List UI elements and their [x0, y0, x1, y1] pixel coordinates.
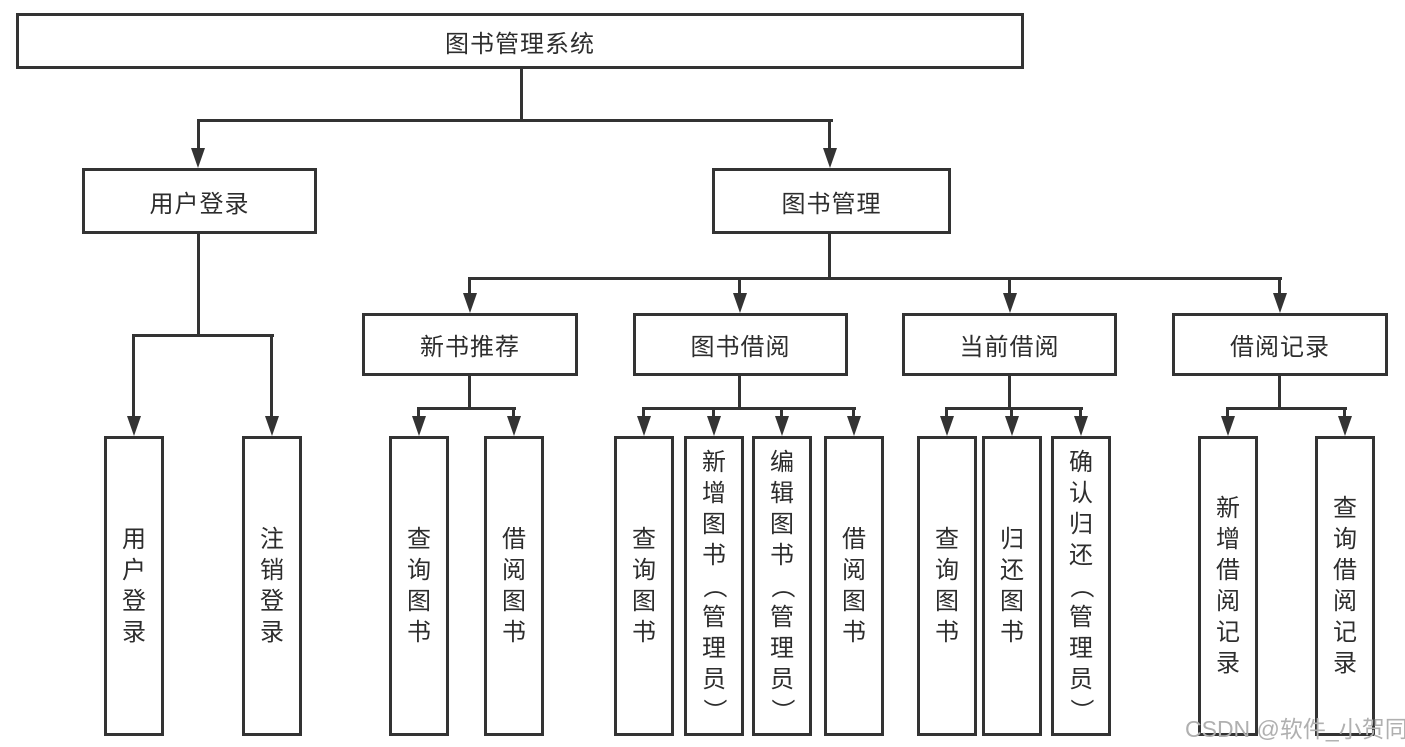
leaf-edit-book-admin-label: 编辑图书（管理员） — [768, 448, 796, 723]
node-new-book-recommend: 新书推荐 — [362, 313, 578, 376]
connector-l2-splitter — [468, 277, 1282, 280]
down-arrowhead-icon — [775, 416, 789, 436]
connector-records-drop — [1278, 376, 1281, 407]
connector-l1-drop-left — [197, 119, 200, 150]
leaf-logout: 注销登录 — [242, 436, 302, 736]
down-arrowhead-icon — [412, 416, 426, 436]
leaf-edit-book-admin: 编辑图书（管理员） — [752, 436, 812, 736]
down-arrowhead-icon — [463, 293, 477, 313]
csdn-watermark: CSDN @软件_小贺同学 — [1185, 716, 1405, 742]
down-arrowhead-icon — [1074, 416, 1088, 436]
down-arrowhead-icon — [127, 416, 141, 436]
node-root-label: 图书管理系统 — [445, 30, 595, 58]
leaf-return-books: 归还图书 — [982, 436, 1042, 736]
leaf-borrow-books-borrowing-label: 借阅图书 — [842, 526, 866, 646]
leaf-query-books-current: 查询图书 — [917, 436, 977, 736]
down-arrowhead-icon — [940, 416, 954, 436]
node-borrow-records-label: 借阅记录 — [1230, 334, 1330, 361]
down-arrowhead-icon — [1003, 293, 1017, 313]
leaf-borrow-books-borrowing: 借阅图书 — [824, 436, 884, 736]
connector-leaf-drop — [1010, 407, 1013, 418]
leaf-add-book-admin: 新增图书（管理员） — [684, 436, 744, 736]
node-user-login: 用户登录 — [82, 168, 317, 234]
node-book-management-label: 图书管理 — [781, 190, 882, 218]
leaf-borrow-books-newbooks: 借阅图书 — [484, 436, 544, 736]
node-book-management: 图书管理 — [712, 168, 951, 234]
down-arrowhead-icon — [1221, 416, 1235, 436]
connector-newbooks-drop — [468, 376, 471, 407]
connector-leaf-drop — [1226, 407, 1229, 418]
connector-bookmgmt-drop — [828, 234, 831, 277]
down-arrowhead-icon — [191, 148, 205, 168]
leaf-query-borrow-record-label: 查询借阅记录 — [1333, 495, 1357, 677]
connector-records-splitter — [1226, 407, 1347, 410]
leaf-query-books-borrowing-label: 查询图书 — [632, 526, 656, 646]
connector-leaf-drop — [712, 407, 715, 418]
node-borrow-records: 借阅记录 — [1172, 313, 1388, 376]
leaf-add-borrow-record: 新增借阅记录 — [1198, 436, 1258, 736]
connector-leaf-drop — [1343, 407, 1346, 418]
down-arrowhead-icon — [1005, 416, 1019, 436]
node-book-borrowing-label: 图书借阅 — [690, 334, 791, 361]
node-root: 图书管理系统 — [16, 13, 1024, 69]
connector-l2-drop — [738, 277, 741, 295]
connector-borrowing-drop — [738, 376, 741, 407]
leaf-confirm-return-admin: 确认归还（管理员） — [1051, 436, 1111, 736]
leaf-query-books-current-label: 查询图书 — [935, 526, 959, 646]
leaf-query-borrow-record: 查询借阅记录 — [1315, 436, 1375, 736]
node-current-borrowing-label: 当前借阅 — [959, 334, 1060, 361]
connector-userlogin-drop — [197, 234, 200, 334]
connector-current-drop — [1008, 376, 1011, 407]
connector-leaf-drop — [852, 407, 855, 418]
connector-l2-drop — [468, 277, 471, 295]
connector-borrowing-splitter — [642, 407, 856, 410]
leaf-query-books-borrowing: 查询图书 — [614, 436, 674, 736]
leaf-user-login-label: 用户登录 — [122, 526, 146, 646]
connector-leaf-drop — [132, 334, 135, 418]
leaf-logout-label: 注销登录 — [260, 526, 284, 646]
connector-leaf-drop — [270, 334, 273, 418]
leaf-return-books-label: 归还图书 — [1000, 526, 1024, 646]
down-arrowhead-icon — [1273, 293, 1287, 313]
connector-leaf-drop — [1079, 407, 1082, 418]
node-new-book-recommend-label: 新书推荐 — [420, 334, 520, 361]
connector-leaf-drop — [945, 407, 948, 418]
connector-l1-drop-right — [828, 119, 831, 150]
connector-leaf-drop — [512, 407, 515, 418]
down-arrowhead-icon — [733, 293, 747, 313]
leaf-add-borrow-record-label: 新增借阅记录 — [1216, 495, 1240, 677]
node-user-login-label: 用户登录 — [149, 190, 250, 218]
connector-newbooks-splitter — [417, 407, 516, 410]
down-arrowhead-icon — [637, 416, 651, 436]
connector-current-splitter — [945, 407, 1083, 410]
down-arrowhead-icon — [1338, 416, 1352, 436]
connector-l2-drop — [1008, 277, 1011, 295]
down-arrowhead-icon — [707, 416, 721, 436]
connector-leaf-drop — [642, 407, 645, 418]
node-current-borrowing: 当前借阅 — [902, 313, 1117, 376]
down-arrowhead-icon — [823, 148, 837, 168]
leaf-borrow-books-newbooks-label: 借阅图书 — [502, 526, 526, 646]
connector-l2-drop — [1278, 277, 1281, 295]
node-book-borrowing: 图书借阅 — [633, 313, 848, 376]
connector-root-drop — [520, 69, 523, 119]
leaf-query-books-newbooks-label: 查询图书 — [407, 526, 431, 646]
down-arrowhead-icon — [265, 416, 279, 436]
leaf-user-login: 用户登录 — [104, 436, 164, 736]
leaf-add-book-admin-label: 新增图书（管理员） — [700, 448, 728, 723]
connector-leaf-drop — [417, 407, 420, 418]
connector-leaf-drop — [780, 407, 783, 418]
down-arrowhead-icon — [847, 416, 861, 436]
leaf-confirm-return-admin-label: 确认归还（管理员） — [1067, 448, 1095, 723]
down-arrowhead-icon — [507, 416, 521, 436]
connector-userlogin-splitter — [132, 334, 274, 337]
connector-l1-splitter — [197, 119, 833, 122]
leaf-query-books-newbooks: 查询图书 — [389, 436, 449, 736]
